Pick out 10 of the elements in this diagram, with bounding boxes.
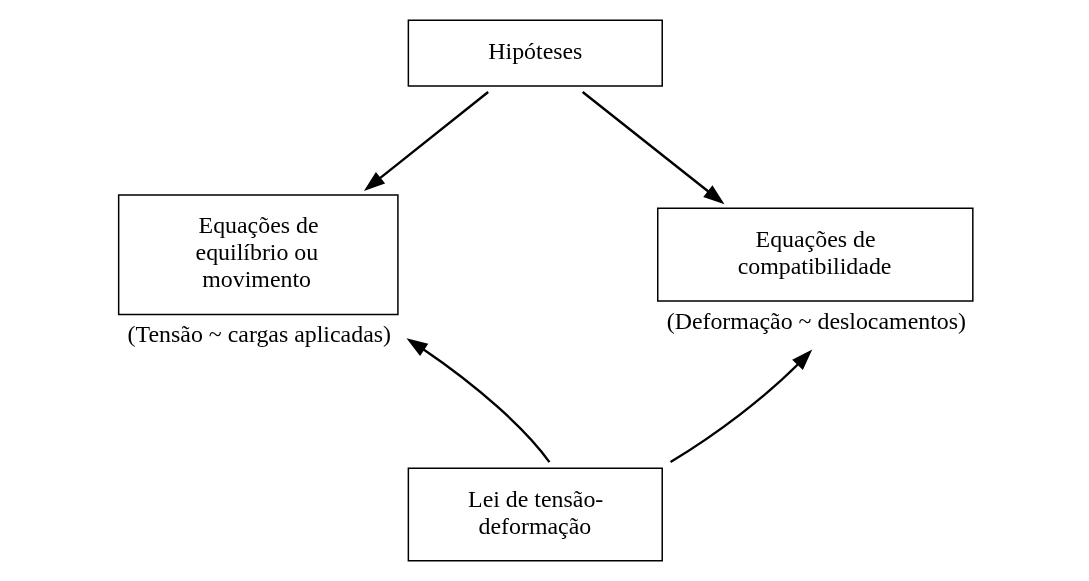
node-box: Hipóteses — [407, 19, 663, 87]
node-box: Equações de equilíbrio ou movimento — [117, 194, 399, 316]
node-label: (Tensão ~ cargas aplicadas) — [127, 321, 391, 348]
node-label: (Deformação ~ deslocamentos) — [666, 308, 966, 335]
arrow — [581, 91, 724, 205]
arrow — [405, 338, 550, 463]
arrow — [669, 349, 812, 463]
arrow — [363, 91, 489, 191]
node-box: Lei de tensão-deformação — [407, 467, 663, 562]
node-box: Equações de compatibilidade — [656, 207, 974, 302]
